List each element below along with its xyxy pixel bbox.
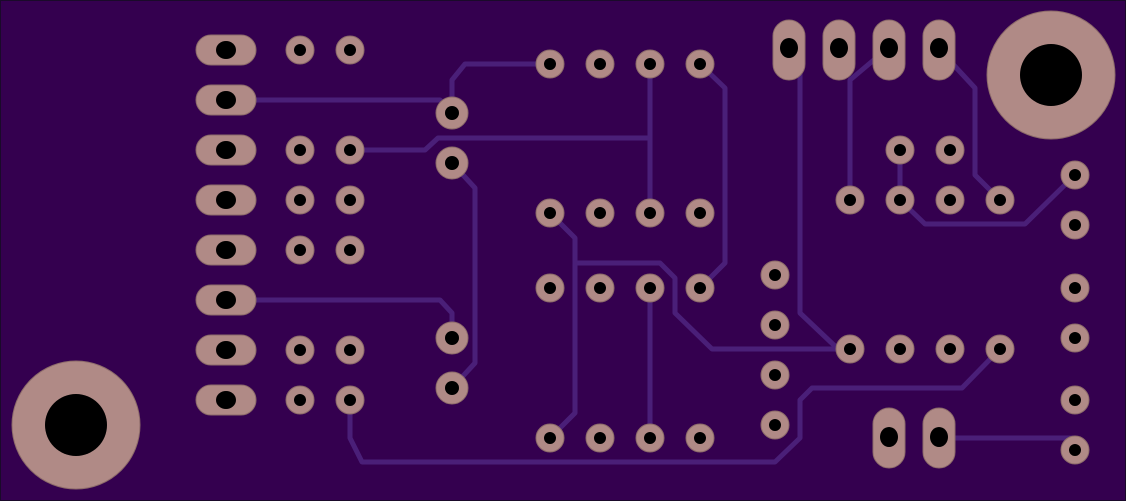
trace <box>347 346 1003 465</box>
connector-bottom <box>872 407 956 469</box>
trace <box>697 61 728 291</box>
trace <box>347 135 653 153</box>
trace <box>449 160 478 391</box>
trace <box>572 260 853 352</box>
connector-top <box>772 19 956 81</box>
connector-left <box>195 34 257 416</box>
trace <box>897 147 1078 227</box>
small-pads <box>285 35 1090 465</box>
mounting-hole-icon <box>986 10 1116 140</box>
trace <box>547 210 578 441</box>
mounting-hole-icon <box>11 360 141 490</box>
trace <box>935 45 1003 203</box>
